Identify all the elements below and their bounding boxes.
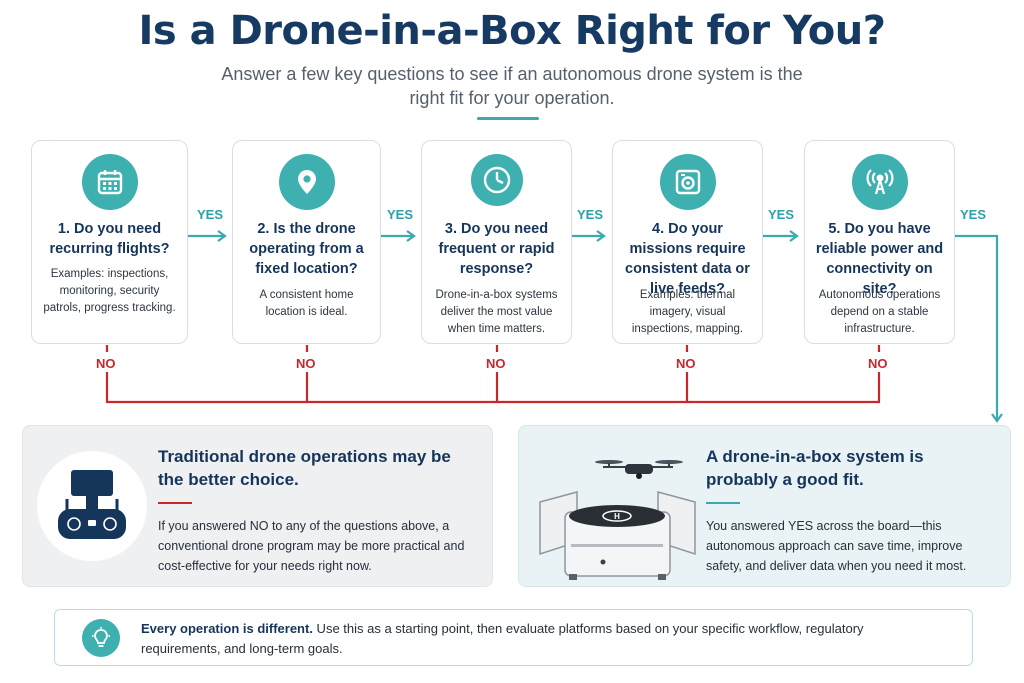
- question-3-description: Drone-in-a-box systems deliver the most …: [435, 289, 558, 335]
- question-5-description: Autonomous operations depend on a stable…: [818, 289, 941, 335]
- question-2-description: A consistent home location is ideal.: [259, 289, 354, 318]
- outcome-yes-rule: [706, 502, 740, 504]
- drone-icon: [595, 460, 683, 479]
- no-label-4: NO: [676, 356, 696, 371]
- question-4-description: Examples: thermal imagery, visual inspec…: [631, 289, 744, 335]
- question-1-text: 1. Do you need recurring flights?: [49, 221, 170, 257]
- no-label-5: NO: [868, 356, 888, 371]
- no-label-3: NO: [486, 356, 506, 371]
- calendar-icon: [81, 154, 138, 210]
- antenna-icon: [851, 154, 908, 210]
- controller-illustration: [37, 451, 147, 561]
- page-subtitle: Answer a few key questions to see if an …: [221, 64, 803, 108]
- yes-label-4: YES: [768, 207, 795, 222]
- question-card-2: 2. Is the drone operating from a fixed l…: [232, 140, 381, 344]
- question-3-text: 3. Do you need frequent or rapid respons…: [438, 221, 555, 277]
- tip-text: Every operation is different. Use this a…: [141, 619, 931, 659]
- outcome-no-heading: Traditional drone operations may be the …: [158, 447, 451, 489]
- camera-data-icon: [659, 154, 716, 210]
- question-card-3: 3. Do you need frequent or rapid respons…: [421, 140, 572, 344]
- svg-text:H: H: [614, 512, 620, 521]
- yes-label-3: YES: [577, 207, 604, 222]
- question-5-text: 5. Do you have reliable power and connec…: [815, 221, 944, 297]
- question-card-4: 4. Do your missions require consistent d…: [612, 140, 763, 344]
- outcome-yes-panel: H A drone-in-a-box system is probably a …: [518, 425, 1011, 587]
- question-2-text: 2. Is the drone operating from a fixed l…: [249, 221, 364, 277]
- outcome-no-panel: Traditional drone operations may be the …: [22, 425, 493, 587]
- yes-arrows: [188, 230, 1003, 423]
- question-4-text: 4. Do your missions require consistent d…: [625, 221, 750, 297]
- docking-station-icon: H: [539, 491, 696, 580]
- lightbulb-icon: [82, 619, 120, 657]
- clock-icon: [470, 154, 523, 206]
- tip-body: Use this as a starting point, then evalu…: [141, 621, 864, 656]
- outcome-no-text: If you answered NO to any of the questio…: [158, 519, 465, 573]
- question-1-description: Examples: inspections, monitoring, secur…: [43, 268, 176, 314]
- yes-label-5: YES: [960, 207, 987, 222]
- page-title: Is a Drone-in-a-Box Right for You?: [138, 8, 886, 54]
- title-divider: [477, 117, 539, 120]
- outcome-yes-heading: A drone-in-a-box system is probably a go…: [706, 447, 924, 489]
- no-label-1: NO: [96, 356, 116, 371]
- location-pin-icon: [278, 154, 335, 210]
- outcome-no-rule: [158, 502, 192, 504]
- yes-label-2: YES: [387, 207, 414, 222]
- drone-in-a-box-illustration: H: [539, 460, 696, 580]
- yes-label-1: YES: [197, 207, 224, 222]
- question-card-5: 5. Do you have reliable power and connec…: [804, 140, 955, 344]
- tip-bold: Every operation is different.: [141, 621, 313, 636]
- no-label-2: NO: [296, 356, 316, 371]
- no-lines: [105, 345, 881, 404]
- drone-controller-icon: [58, 470, 126, 539]
- question-card-1: 1. Do you need recurring flights? Exampl…: [31, 140, 188, 344]
- tip-banner: Every operation is different. Use this a…: [54, 609, 973, 666]
- outcome-yes-text: You answered YES across the board—this a…: [706, 519, 967, 573]
